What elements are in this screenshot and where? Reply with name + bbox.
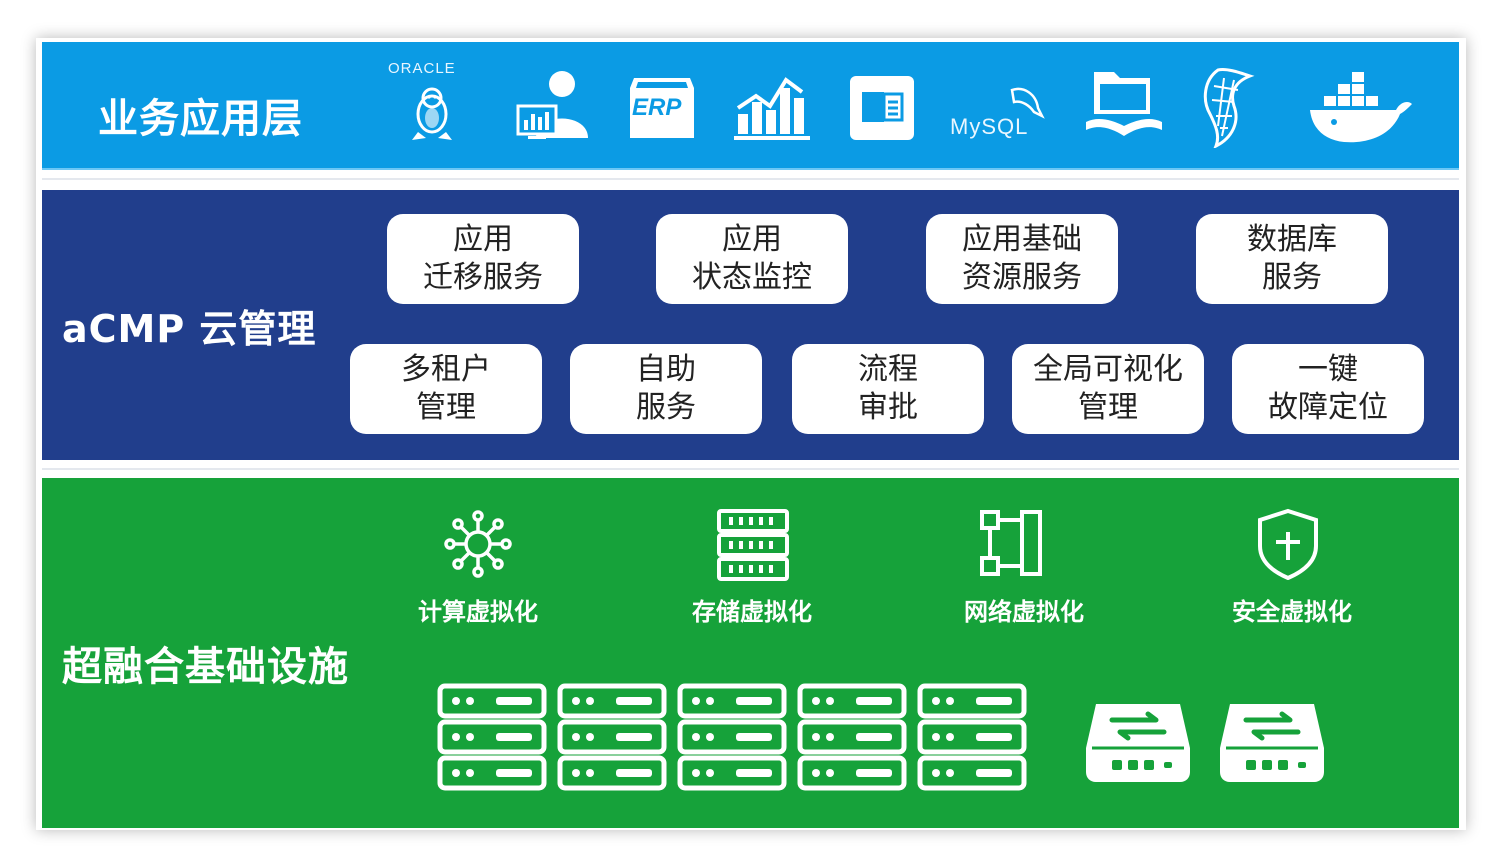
service-line: 应用 (453, 222, 513, 257)
server-rack-icon (436, 682, 548, 794)
service-line: 服务 (1262, 260, 1322, 295)
architecture-diagram: 业务应用层 ORACLE (36, 38, 1466, 830)
service-line: 流程 (858, 352, 918, 387)
network-topology-icon (978, 508, 1048, 578)
storage-array-icon (716, 508, 790, 582)
erp-box-icon: ERP (626, 68, 698, 146)
service-app-migration: 应用 迁移服务 (387, 214, 579, 304)
service-line: 资源服务 (962, 260, 1082, 295)
infra-layer-title: 超融合基础设施 (62, 644, 349, 690)
app-layer-title: 业务应用层 (98, 96, 303, 142)
sql-server-icon (1194, 66, 1264, 148)
security-virt-label: 安全虚拟化 (1232, 598, 1352, 626)
bar-chart-icon (732, 66, 812, 146)
mysql-label: MySQL (950, 114, 1029, 139)
separator (42, 178, 1459, 180)
service-line: 应用基础 (962, 222, 1082, 257)
service-line: 管理 (416, 390, 476, 425)
service-database: 数据库 服务 (1196, 214, 1388, 304)
service-line: 全局可视化 (1033, 352, 1183, 387)
service-line: 应用 (722, 222, 782, 257)
service-line: 状态监控 (692, 260, 812, 295)
service-multi-tenant: 多租户 管理 (350, 344, 542, 434)
office-doc-icon (850, 76, 914, 140)
mysql-icon: MySQL (942, 82, 1062, 152)
oracle-linux-icon: ORACLE (388, 60, 478, 160)
service-line: 迁移服务 (423, 260, 543, 295)
service-global-visualization: 全局可视化 管理 (1012, 344, 1204, 434)
service-line: 多租户 (401, 352, 491, 387)
storage-virt-label: 存储虚拟化 (692, 598, 812, 626)
service-line: 自助 (636, 352, 696, 387)
cmp-layer-band: aCMP 云管理 应用 迁移服务 应用 状态监控 应用基础 资源服务 数据库 服… (42, 190, 1459, 460)
service-app-monitoring: 应用 状态监控 (656, 214, 848, 304)
cmp-layer-title: aCMP 云管理 (62, 307, 317, 351)
service-fault-location: 一键 故障定位 (1232, 344, 1424, 434)
user-monitor-icon (514, 68, 594, 148)
server-rack-icon (556, 682, 668, 794)
erp-label: ERP (632, 94, 682, 121)
service-line: 一键 (1298, 352, 1358, 387)
service-line: 审批 (858, 390, 918, 425)
server-rack-icon (676, 682, 788, 794)
separator (42, 468, 1459, 470)
network-virt-label: 网络虚拟化 (964, 598, 1084, 626)
infra-layer-band: 超融合基础设施 计算虚拟化 存储虚拟化 (42, 478, 1459, 828)
service-line: 服务 (636, 390, 696, 425)
network-switch-icon (1082, 700, 1194, 784)
compute-gear-icon (442, 508, 514, 580)
docker-icon (1304, 68, 1414, 148)
oracle-label: ORACLE (388, 60, 456, 77)
server-rack-icon (796, 682, 908, 794)
app-layer-band: 业务应用层 ORACLE (42, 42, 1459, 170)
service-line: 数据库 (1247, 222, 1337, 257)
compute-virt-label: 计算虚拟化 (418, 598, 538, 626)
service-line: 故障定位 (1268, 390, 1388, 425)
server-rack-icon (916, 682, 1028, 794)
service-line: 管理 (1078, 390, 1138, 425)
network-switch-icon (1216, 700, 1328, 784)
service-app-resources: 应用基础 资源服务 (926, 214, 1118, 304)
security-shield-icon (1256, 508, 1320, 580)
service-approval-flow: 流程 审批 (792, 344, 984, 434)
shared-folder-icon (1084, 64, 1164, 148)
service-self-service: 自助 服务 (570, 344, 762, 434)
